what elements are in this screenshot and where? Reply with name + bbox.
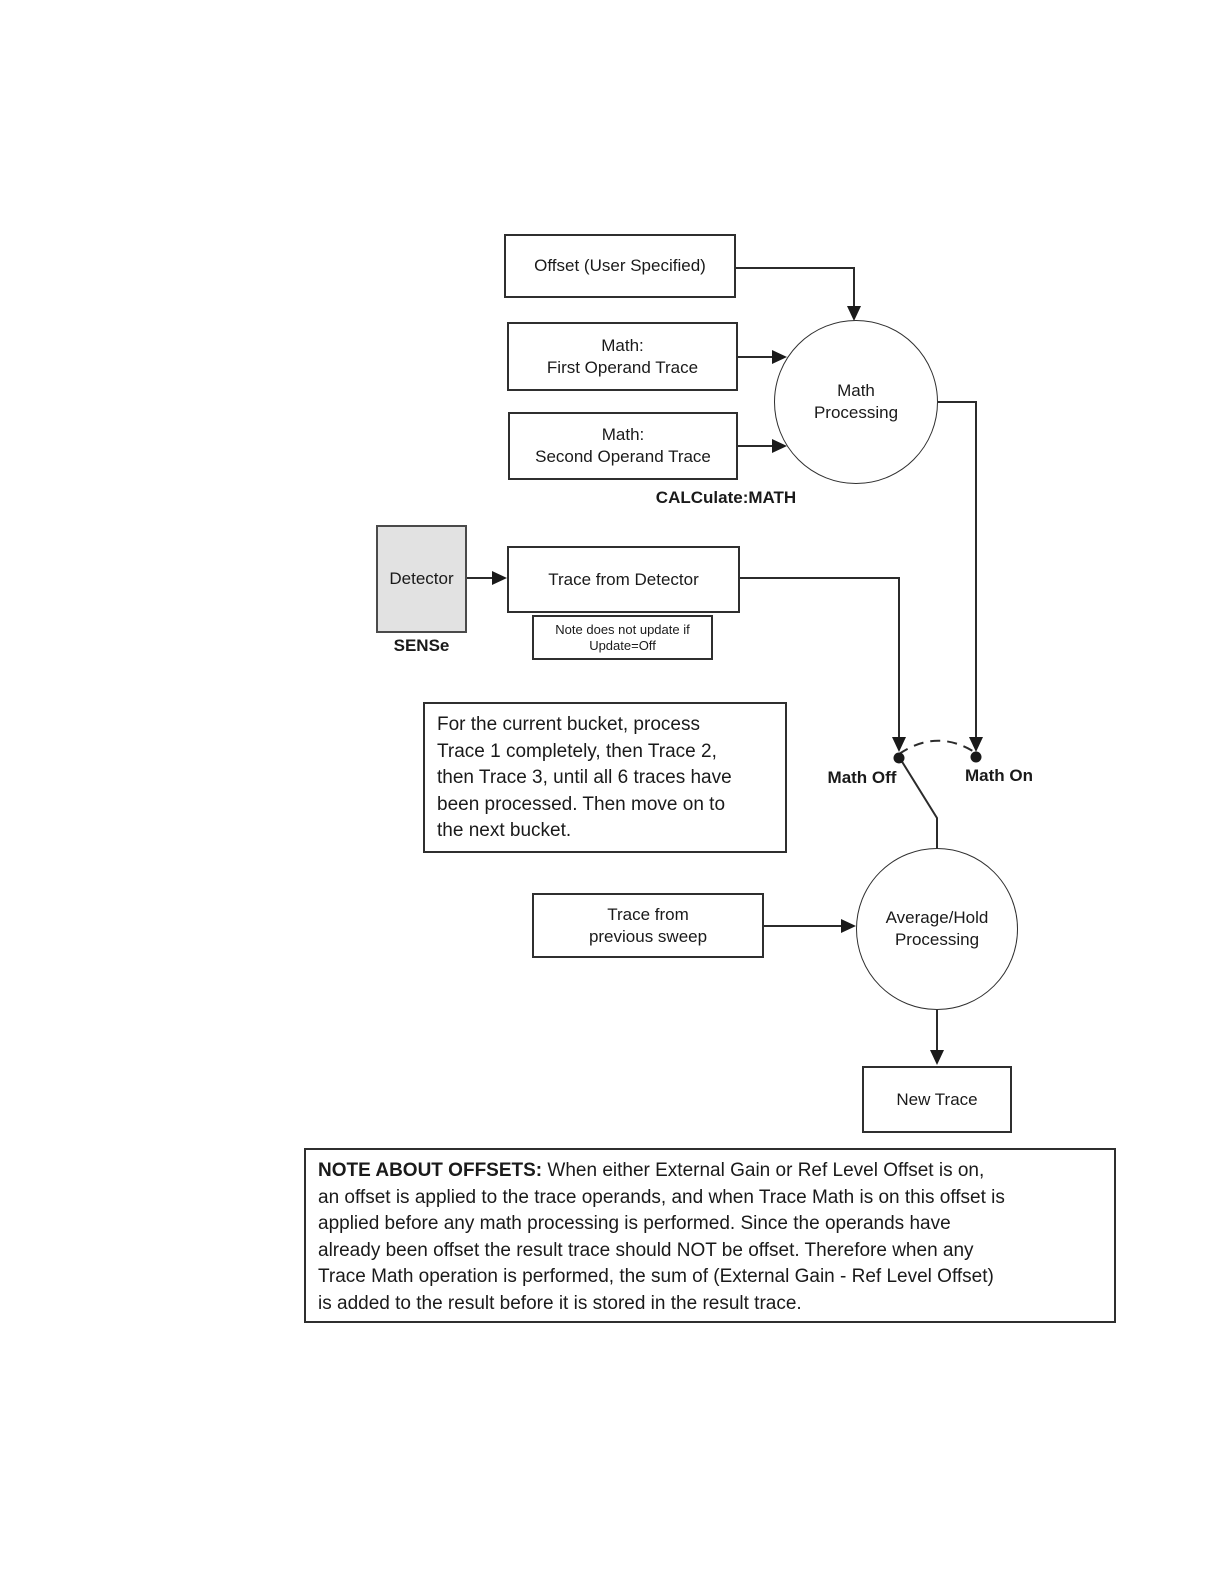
arrowhead-into-avg [841,919,856,933]
connector-math-to-mathon [938,401,977,739]
bucket-note-line: been processed. Then move on to [437,793,726,815]
avg-hold-line2: Processing [894,930,980,949]
bucket-note-box: For the current bucket, process Trace 1 … [423,702,787,853]
math-circle-line2: Processing [813,403,899,422]
trace-from-detector-label: Trace from Detector [548,569,699,589]
offsets-note-line1-rest: When either External Gain or Ref Level O… [542,1160,985,1181]
second-operand-box: Math: Second Operand Trace [508,412,738,480]
bucket-note-line: Trace 1 completely, then Trace 2, [437,740,717,762]
first-operand-line2: First Operand Trace [546,357,699,377]
math-on-contact-dot [970,751,982,763]
update-note-line1: Note does not update if [555,621,690,637]
detector-box: Detector [376,525,467,633]
math-on-label: Math On [965,766,1033,785]
sense-label: SENSe [393,636,450,655]
arrowhead-math-off [892,737,906,752]
first-operand-line1: Math: [601,335,644,355]
bucket-note-line: the next bucket. [437,820,572,841]
offsets-note-line4: already been offset the result trace sho… [318,1239,974,1261]
offsets-note-lead: NOTE ABOUT OFFSETS: [318,1160,543,1181]
offsets-note-line6: is added to the result before it is stor… [318,1292,802,1314]
connector-offset-to-math [736,267,855,308]
update-note-line2: Update=Off [589,637,656,653]
prev-sweep-line2: previous sweep [588,926,708,946]
trace-from-detector-box: Trace from Detector [507,546,740,613]
offsets-note-line3: applied before any math processing is pe… [318,1213,951,1234]
offsets-note-box: NOTE ABOUT OFFSETS: When either External… [304,1148,1116,1323]
average-hold-circle: Average/Hold Processing [856,848,1018,1010]
new-trace-box: New Trace [862,1066,1012,1133]
arrowhead-into-tracebox [492,571,507,585]
calculate-math-label: CALCulate:MATH [655,488,797,507]
update-note-box: Note does not update if Update=Off [532,615,713,660]
math-circle-line1: Math [837,381,875,400]
arrowhead-into-math-top [847,306,861,321]
math-processing-circle: Math Processing [774,320,938,484]
arrowhead-into-math-first [772,350,787,364]
offsets-note-line5: Trace Math operation is performed, the s… [318,1266,994,1287]
second-operand-line2: Second Operand Trace [535,447,711,466]
arrowhead-math-on [969,737,983,752]
arrowhead-into-newtrace [930,1050,944,1065]
bucket-note-line: then Trace 3, until all 6 traces have [437,767,732,788]
bucket-note-line: For the current bucket, process [437,714,700,735]
second-operand-line1: Math: [601,425,645,444]
detector-box-label: Detector [389,569,454,588]
math-off-contact-dot [893,752,905,764]
connector-trace-to-mathoff [740,577,900,739]
avg-hold-line1: Average/Hold [885,908,989,927]
offset-box-label: Offset (User Specified) [534,256,706,275]
switch-lever [900,759,938,848]
prev-sweep-line1: Trace from [607,904,689,924]
offsets-note-line1: NOTE ABOUT OFFSETS: When either External… [318,1158,1104,1185]
switch-arc [898,739,977,755]
first-operand-box: Math: First Operand Trace [507,322,738,391]
new-trace-label: New Trace [896,1089,978,1109]
offsets-note-line2: an offset is applied to the trace operan… [318,1186,1005,1208]
prev-sweep-box: Trace from previous sweep [532,893,764,958]
offset-box: Offset (User Specified) [504,234,736,298]
arrowhead-into-math-second [772,439,787,453]
math-off-label: Math Off [827,768,897,787]
